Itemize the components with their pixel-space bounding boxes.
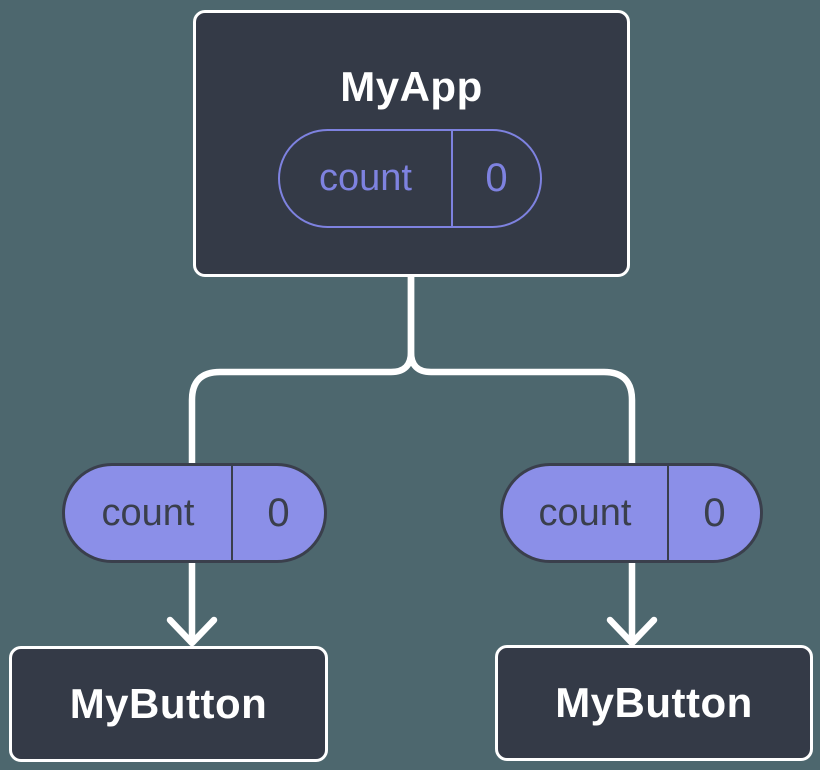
myapp-node	[193, 10, 630, 277]
branch-left-line	[188, 272, 415, 645]
root-prop-name: count	[319, 157, 412, 199]
arrowhead-right-icon	[606, 616, 658, 647]
root-prop-pill: count 0	[278, 129, 542, 228]
child-left-prop-value: 0	[231, 466, 324, 560]
arrowhead-left-icon	[166, 616, 218, 647]
branch-right-line	[407, 272, 636, 645]
child-prop-pill-right: count 0	[500, 463, 763, 563]
mybutton-left-title: MyButton	[69, 680, 268, 727]
mybutton-node-left: MyButton	[9, 646, 328, 762]
child-left-prop-name: count	[101, 491, 195, 534]
child-right-prop-name: count	[538, 491, 632, 534]
mybutton-right-title: MyButton	[555, 679, 753, 726]
child-prop-pill-left: count 0	[62, 463, 327, 563]
root-prop-value: 0	[451, 131, 540, 226]
myapp-node-title: MyApp	[340, 63, 483, 110]
child-right-prop-value: 0	[667, 466, 760, 560]
mybutton-node-right: MyButton	[495, 645, 813, 761]
